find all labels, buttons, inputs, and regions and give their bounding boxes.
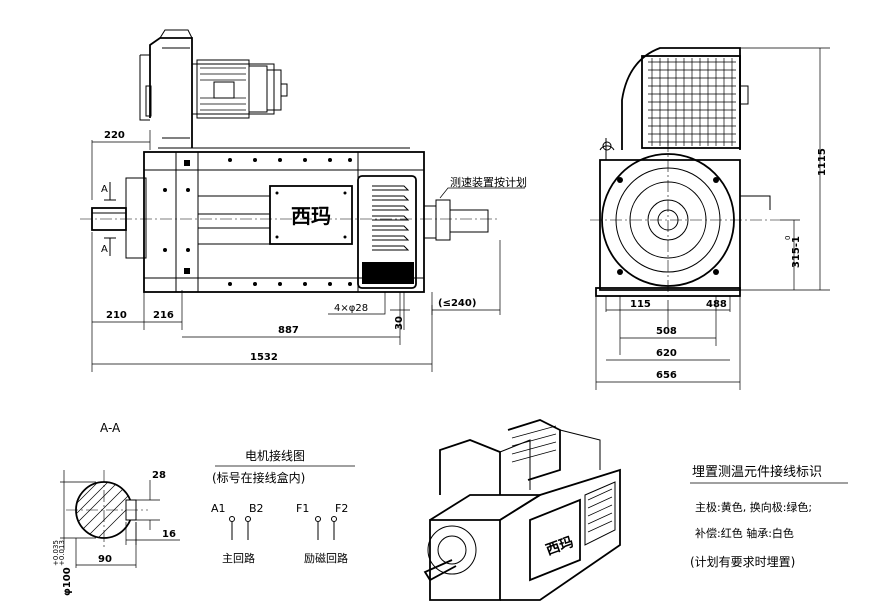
section-aa: A-A 28 16 90 φ100 +0.035 +0.013 [52,421,180,596]
wiring-title: 电机接线图 [245,448,305,463]
frame-bolts [163,158,352,286]
front-view: 西玛 A A 220 测速装置按计 [80,29,527,372]
dim-phi100-tol-upper: +0.035 [52,540,60,566]
dim-16: 16 [162,529,176,540]
dim-620: 620 [656,348,677,359]
section-title: A-A [100,421,121,435]
thermal-line2: 补偿:红色 轴承:白色 [695,526,794,540]
tacho-note: 测速装置按计划 [450,175,527,189]
armature-label: 主回路 [222,552,255,565]
dim-30: 30 [394,316,405,330]
wiring-diagram: 电机接线图 (标号在接线盒内) A1 B2 F1 F2 主回路 励磁回路 [211,448,355,565]
dim-1532: 1532 [250,352,278,363]
filter-grid [648,58,736,146]
dim-887: 887 [278,325,299,336]
dim-115: 115 [630,299,651,310]
dim-210: 210 [106,310,127,321]
tacho-clearance: (≤240) [438,298,476,309]
section-mark-bottom: A [101,244,108,255]
bolt-label: 4×φ28 [334,303,368,314]
iso-nameplate-text: 西玛 [544,534,576,559]
wiring-subtitle: (标号在接线盒内) [212,470,305,485]
section-mark-top: A [101,184,108,195]
field-label: 励磁回路 [304,552,348,565]
dim-508: 508 [656,326,677,337]
dim-216: 216 [153,310,174,321]
thermal-line1: 主极:黄色, 换向极:绿色; [695,500,812,514]
dim-315: 315-1 [791,236,802,268]
thermal-line3: (计划有要求时埋置) [690,555,795,569]
terminal-f1: F1 [296,502,309,515]
iso-view: 西玛 [423,419,621,601]
dim-1115: 1115 [817,148,828,176]
dim-28: 28 [152,470,166,481]
terminal-a1: A1 [211,502,226,515]
side-view: 1115 315-1 0 115 488 508 620 656 [590,47,830,390]
dim-488: 488 [706,299,727,310]
dim-phi100: φ100 [62,567,73,596]
dim-phi100-tol-lower: +0.013 [58,540,66,566]
louvre-slats [372,185,410,251]
thermal-notes: 埋置测温元件接线标识 主极:黄色, 换向极:绿色; 补偿:红色 轴承:白色 (计… [690,464,848,569]
dim-90: 90 [98,554,112,565]
terminal-f2: F2 [335,502,348,515]
dim-315-tol: 0 [784,236,792,240]
terminal-b2: B2 [249,502,264,515]
dim-220: 220 [104,130,125,141]
front-nameplate-text: 西玛 [291,204,331,228]
thermal-title: 埋置测温元件接线标识 [692,464,822,480]
dim-656: 656 [656,370,677,381]
